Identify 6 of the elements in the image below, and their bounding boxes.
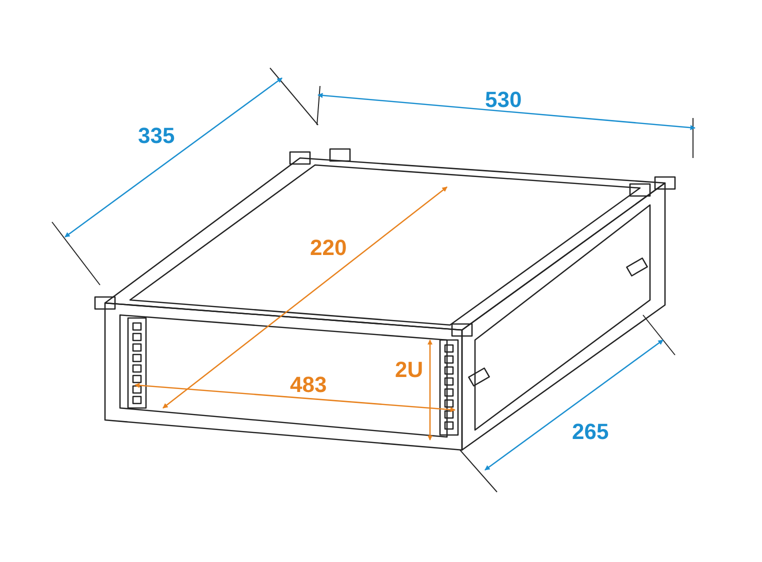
- dimension-label: 2U: [395, 358, 424, 382]
- dimension-label: 530: [485, 88, 522, 112]
- dimension-label: 265: [572, 420, 609, 444]
- dimension-label: 220: [310, 236, 347, 260]
- dimension-label: 335: [138, 124, 175, 148]
- dimension-label: 483: [290, 373, 327, 397]
